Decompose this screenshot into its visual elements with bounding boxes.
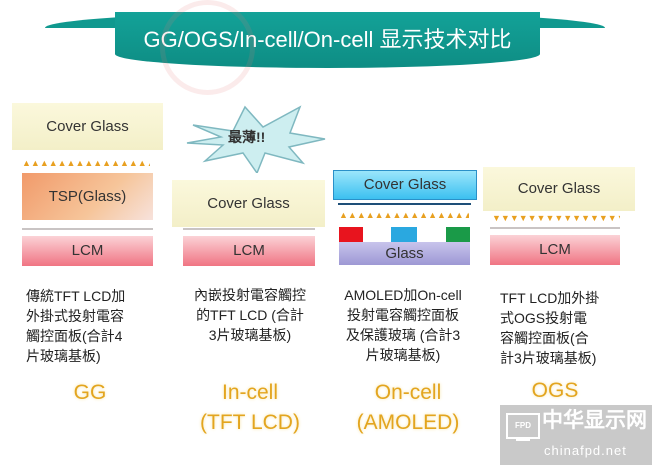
logo-name: 中华显示网 bbox=[542, 409, 647, 432]
monitor-icon: FPD bbox=[506, 413, 540, 439]
watermark-circle bbox=[160, 0, 255, 95]
incell-lcm: LCM bbox=[183, 236, 315, 266]
gg-lcm: LCM bbox=[22, 236, 153, 266]
oncell-divider bbox=[338, 203, 471, 205]
incell-divider bbox=[183, 228, 315, 230]
gg-sensor-triangles: ▲▲▲▲▲▲▲▲▲▲▲▲▲▲▲▲ bbox=[22, 158, 150, 168]
oncell-description: AMOLED加On-cell 投射電容觸控面板 及保護玻璃 (合計3 片玻璃基板… bbox=[344, 287, 462, 363]
incell-cover-glass: Cover Glass bbox=[172, 180, 325, 227]
oncell-sensor-triangles: ▲▲▲▲▲▲▲▲▲▲▲▲▲▲▲▲ bbox=[339, 210, 469, 220]
oncell-sublabel: (AMOLED) bbox=[356, 411, 460, 434]
gg-description: 傳統TFT LCD加 外掛式投射電容 觸控面板(合計4 片玻璃基板) bbox=[26, 288, 126, 364]
incell-label: In-cell bbox=[221, 381, 279, 404]
oncell-cover-glass: Cover Glass bbox=[333, 170, 477, 200]
ogs-sensor-triangles: ▼▼▼▼▼▼▼▼▼▼▼▼▼▼▼▼ bbox=[492, 213, 620, 223]
ogs-label: OGS bbox=[531, 379, 579, 402]
red-subpixel bbox=[339, 227, 363, 242]
incell-sublabel: (TFT LCD) bbox=[200, 411, 300, 434]
incell-description: 內嵌投射電容觸控 的TFT LCD (合計 3片玻璃基板) bbox=[194, 287, 306, 343]
callout-text: 最薄!! bbox=[228, 129, 266, 145]
oncell-label: On-cell bbox=[374, 381, 442, 404]
gg-cover-glass: Cover Glass bbox=[12, 103, 163, 150]
chinafpd-watermark-logo: FPD 中华显示网 chinafpd.net bbox=[500, 405, 652, 465]
gg-tsp-glass: TSP(Glass) bbox=[22, 173, 153, 220]
starburst-callout-icon bbox=[186, 105, 326, 173]
green-subpixel bbox=[446, 227, 470, 242]
blue-subpixel bbox=[391, 227, 417, 242]
monitor-stand bbox=[516, 439, 530, 441]
gg-label: GG bbox=[73, 381, 107, 404]
ogs-lcm: LCM bbox=[490, 235, 620, 265]
ogs-cover-glass: Cover Glass bbox=[483, 167, 635, 211]
ogs-divider bbox=[490, 227, 620, 229]
gg-divider bbox=[22, 228, 153, 230]
ogs-description: TFT LCD加外掛 式OGS投射電 容觸控面板(合 計3片玻璃基板) bbox=[500, 290, 600, 366]
logo-url: chinafpd.net bbox=[544, 443, 627, 458]
oncell-glass: Glass bbox=[339, 242, 470, 265]
